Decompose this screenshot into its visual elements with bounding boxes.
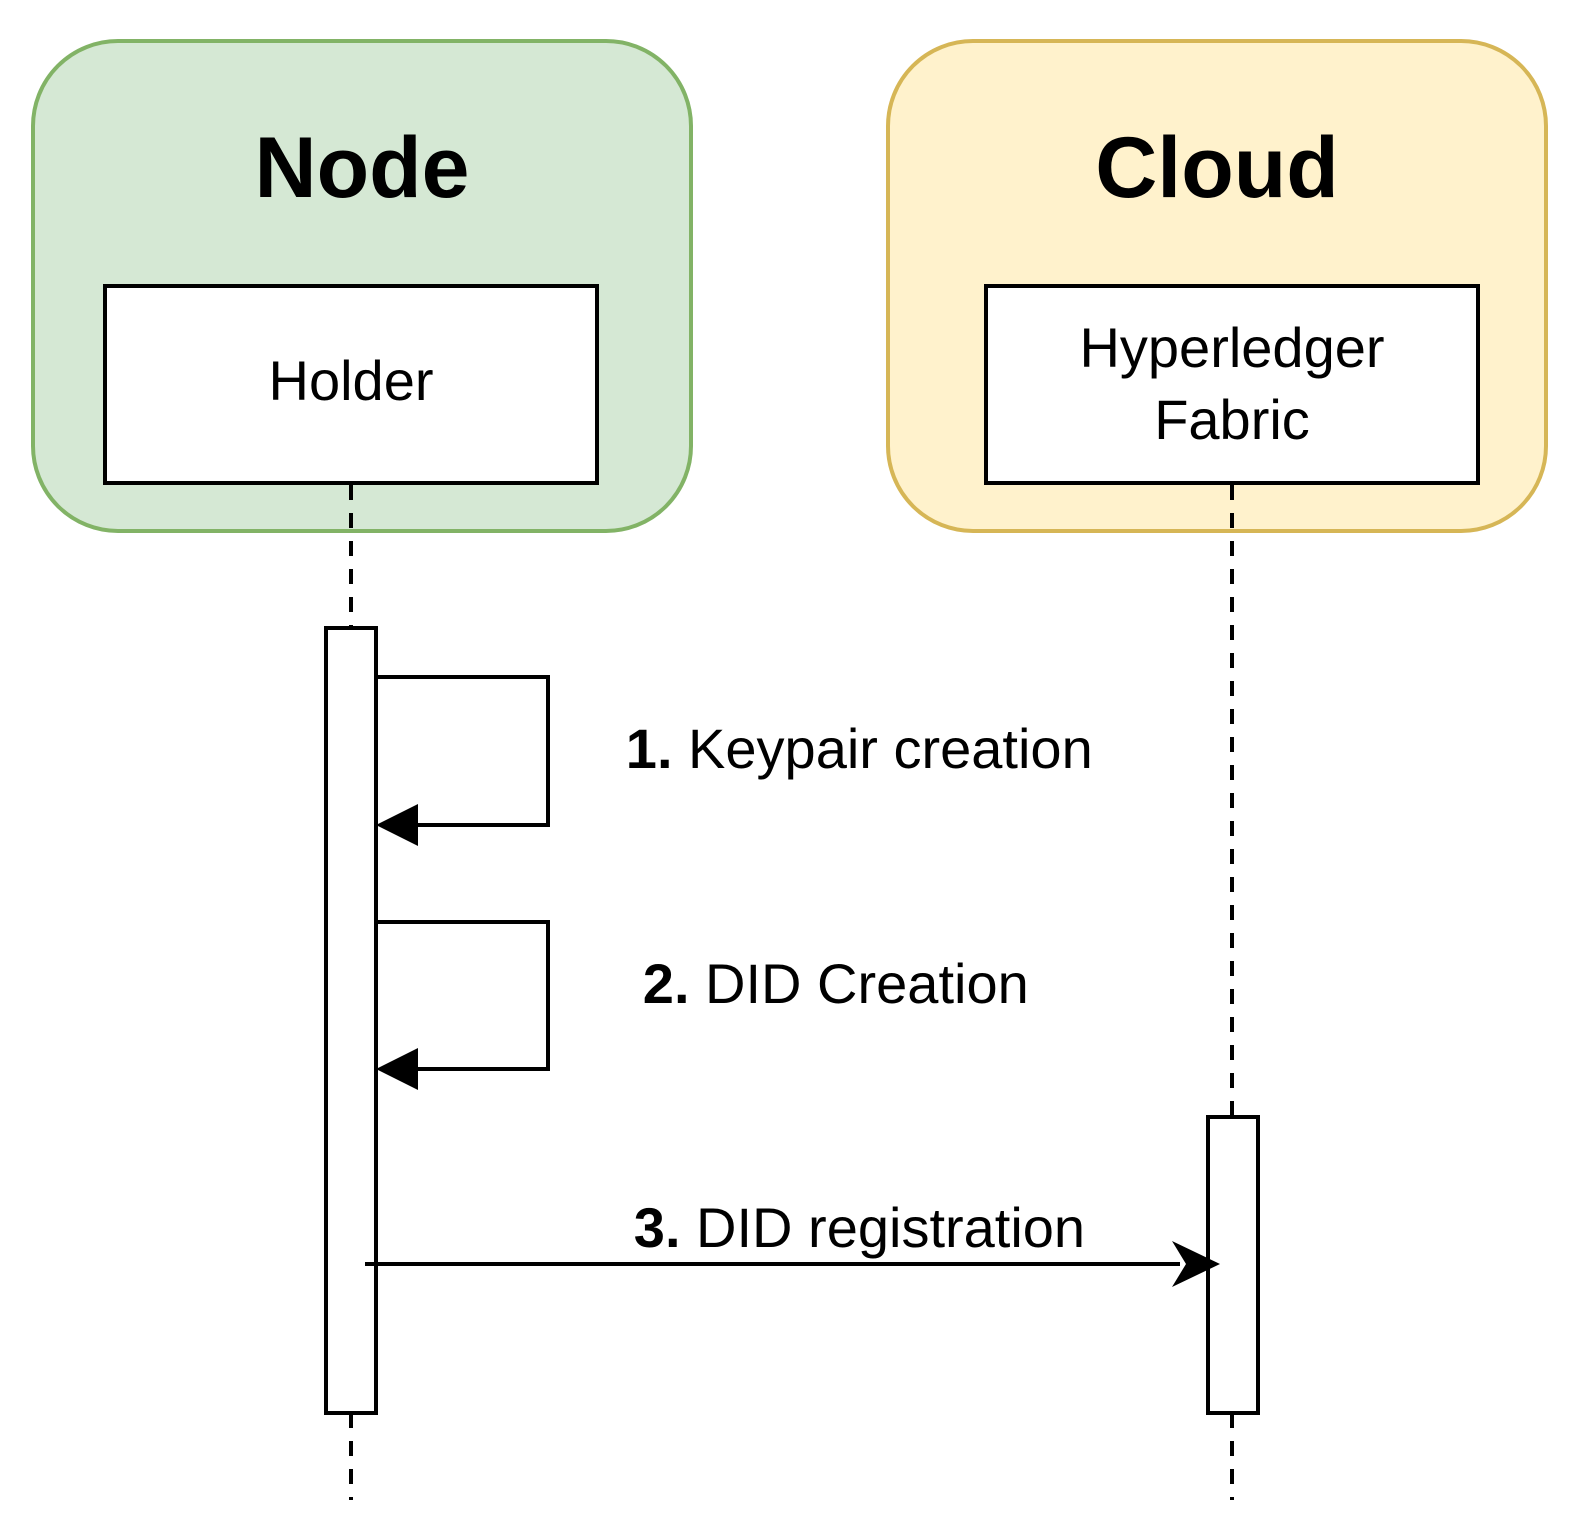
message-1-number: 1. [626, 717, 673, 780]
cloud-group-title: Cloud [1095, 120, 1339, 216]
message-3-number: 3. [634, 1196, 681, 1259]
message-2-label: 2. DID Creation [565, 952, 1075, 1015]
message-2-arrowhead [376, 1048, 418, 1090]
message-1-arrowhead [376, 804, 418, 846]
fabric-label-line2: Fabric [1154, 388, 1310, 451]
message-1-arrow [376, 675, 550, 827]
message-3-label: 3. DID registration [556, 1196, 1132, 1259]
message-3-arrowhead [1172, 1241, 1220, 1287]
message-2-text: DID Creation [690, 952, 1029, 1015]
node-group-title: Node [255, 120, 470, 216]
holder-activation [324, 626, 378, 1415]
message-2-number: 2. [643, 952, 690, 1015]
message-1-text: Keypair creation [673, 717, 1093, 780]
holder-box [103, 284, 599, 485]
message-1-label: 1. Keypair creation [548, 717, 1139, 780]
fabric-box [984, 284, 1480, 485]
message-3-text: DID registration [681, 1196, 1086, 1259]
message-2-arrow [376, 920, 550, 1071]
holder-label: Holder [269, 349, 434, 412]
fabric-label-line1: Hyperledger [1079, 316, 1384, 379]
